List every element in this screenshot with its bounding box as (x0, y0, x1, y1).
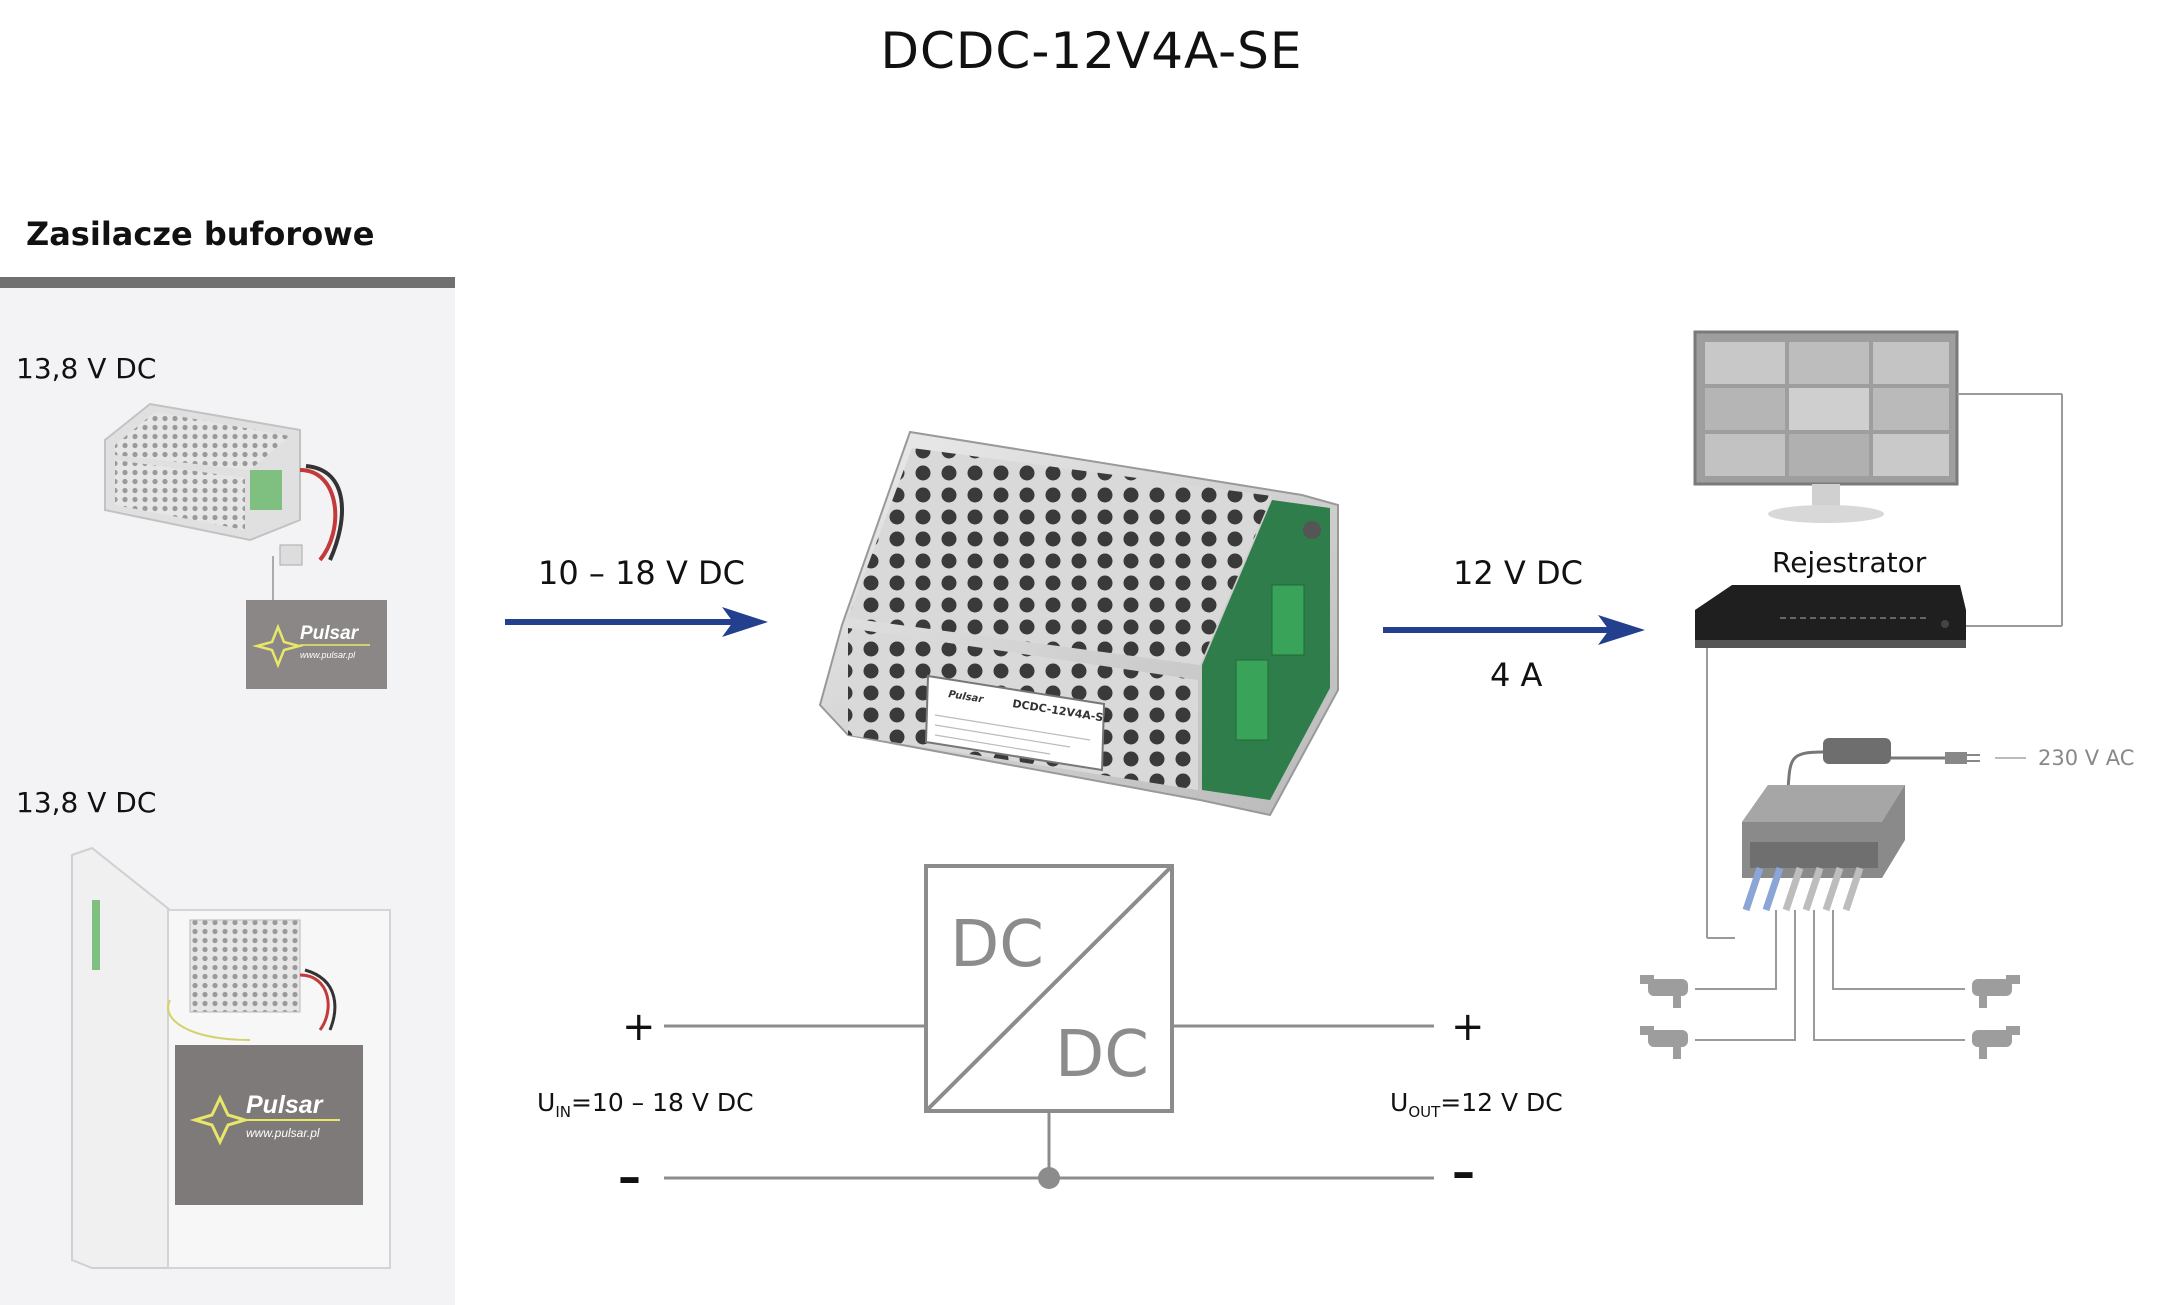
pulsar-url-text-large: www.pulsar.pl (246, 1126, 320, 1140)
camera-icon-bottom-left (1640, 1026, 1688, 1059)
output-voltage-formula: UOUT=12 V DC (1390, 1088, 1563, 1121)
output-minus-sign: – (1452, 1145, 1475, 1199)
pulsar-logo-text-small: Pulsar (300, 623, 360, 644)
converter-dc-input-text: DC (950, 908, 1044, 982)
sidebar-item2-voltage: 13,8 V DC (16, 786, 157, 819)
sidebar-divider (0, 277, 455, 288)
sidebar-item1-voltage: 13,8 V DC (16, 352, 157, 385)
pulsar-logo-box-small: Pulsar www.pulsar.pl (246, 600, 387, 689)
camera-icon-top-right (1972, 975, 2020, 1008)
recorder-label: Rejestrator (1772, 546, 1927, 579)
output-plus-sign: + (1451, 1004, 1485, 1050)
pulsar-url-text-small: www.pulsar.pl (300, 650, 356, 660)
converter-dc-output-text: DC (1055, 1018, 1149, 1092)
camera-icon-bottom-right (1972, 1026, 2020, 1059)
input-plus-sign: + (622, 1004, 656, 1050)
sidebar-psu-enclosure: Pulsar www.pulsar.pl (71, 846, 391, 1269)
switch-image (1742, 785, 1905, 912)
sidebar-heading: Zasilacze buforowe (26, 215, 375, 253)
output-voltage-label: 12 V DC (1453, 554, 1583, 592)
input-voltage-formula: UIN=10 – 18 V DC (537, 1088, 754, 1121)
camera-wiring (1695, 910, 1965, 1041)
output-current-label: 4 A (1490, 656, 1543, 694)
camera-icon-top-left (1640, 975, 1688, 1008)
sidebar-psu-small (104, 402, 344, 600)
output-arrow (1383, 615, 1645, 645)
power-adapter-image (1786, 738, 2026, 791)
input-arrow (505, 607, 768, 637)
ac-voltage-label: 230 V AC (2038, 746, 2135, 770)
converter-device-image: Pulsar DCDC-12V4A-SE (818, 430, 1339, 817)
dcdc-schematic: DC DC + + – – (618, 864, 1485, 1204)
page-title: DCDC-12V4A-SE (880, 22, 1303, 80)
input-minus-sign: – (618, 1150, 641, 1204)
recorder-image (1695, 585, 1966, 648)
monitor-image (1693, 330, 1959, 523)
input-voltage-label: 10 – 18 V DC (538, 554, 745, 592)
pulsar-logo-text-large: Pulsar (246, 1091, 324, 1119)
